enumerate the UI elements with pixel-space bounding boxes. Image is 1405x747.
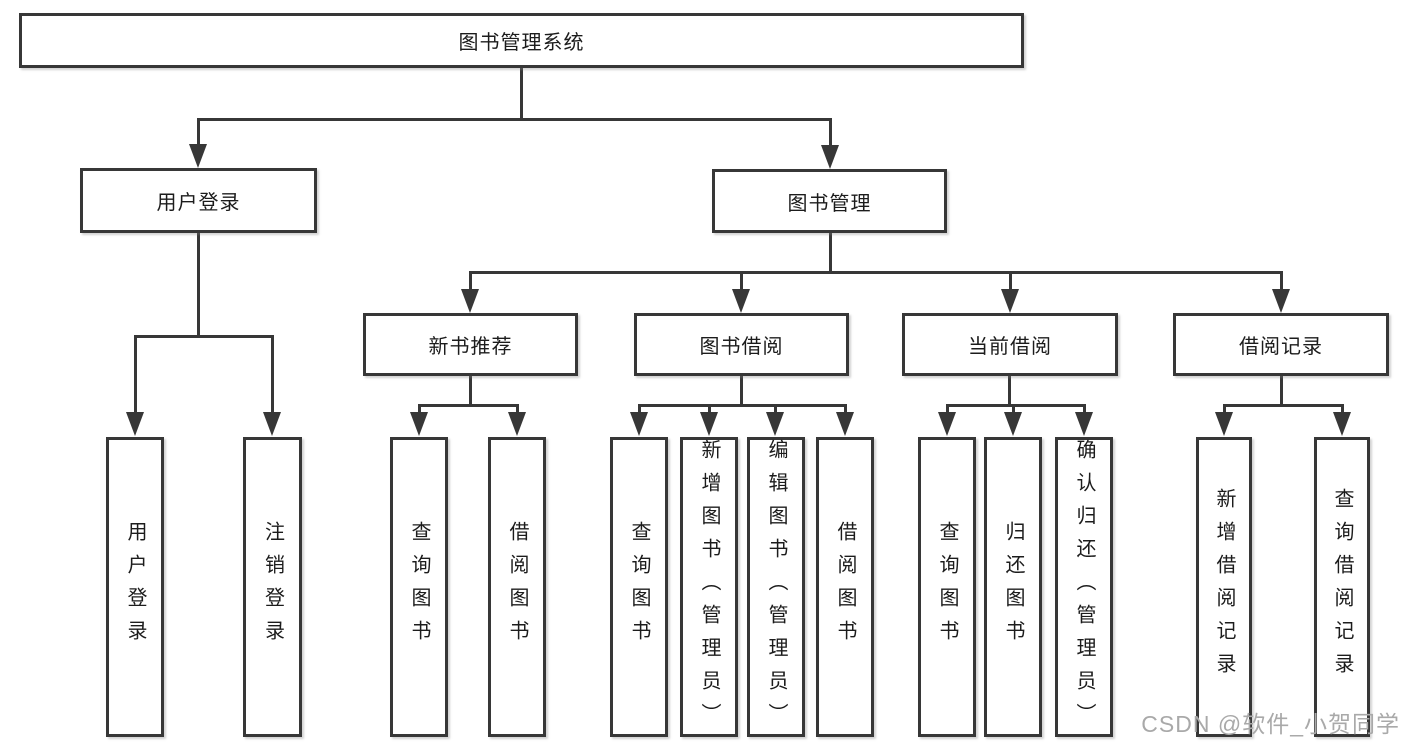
leaf-recommend-borrow-books: 借阅图书 — [488, 437, 546, 737]
watermark: CSDN @软件_小贺同学 — [1141, 711, 1400, 737]
connector-line — [1341, 404, 1344, 414]
leaf-label: 查询图书 — [628, 521, 650, 653]
leaf-label: 借阅图书 — [506, 521, 528, 653]
connector-line — [1009, 271, 1012, 290]
arrowhead-icon — [938, 412, 956, 436]
node-label: 图书管理 — [787, 192, 872, 215]
leaf-records-add-record: 新增借阅记录 — [1196, 437, 1252, 737]
leaf-current-return-books: 归还图书 — [984, 437, 1042, 737]
node-label: 图书借阅 — [699, 336, 784, 358]
connector-line — [946, 404, 949, 414]
leaf-label: 新增图书（管理员） — [698, 438, 720, 736]
node-borrowing-records: 借阅记录 — [1173, 313, 1389, 376]
connector-line — [418, 404, 421, 414]
leaf-label: 借阅图书 — [834, 521, 856, 653]
arrowhead-icon — [1001, 289, 1019, 313]
node-label: 用户登录 — [156, 192, 241, 214]
arrowhead-icon — [263, 412, 281, 436]
connector-line — [418, 404, 519, 407]
leaf-user-login: 用户登录 — [106, 437, 164, 737]
node-current-borrowing: 当前借阅 — [902, 313, 1118, 376]
connector-line — [1280, 271, 1283, 290]
leaf-recommend-query-books: 查询图书 — [390, 437, 448, 737]
connector-line — [520, 68, 523, 120]
leaf-label: 编辑图书（管理员） — [765, 438, 787, 736]
leaf-records-query-record: 查询借阅记录 — [1314, 437, 1370, 737]
connector-line — [1083, 404, 1086, 414]
connector-line — [844, 404, 847, 414]
connector-line — [516, 404, 519, 414]
connector-line — [774, 404, 777, 414]
connector-line — [829, 118, 832, 145]
leaf-label: 注销登录 — [261, 521, 284, 653]
arrowhead-icon — [836, 412, 854, 436]
leaf-label: 查询借阅记录 — [1331, 488, 1353, 686]
node-book-management: 图书管理 — [712, 169, 947, 233]
connector-line — [638, 404, 847, 407]
node-user-login: 用户登录 — [80, 168, 317, 233]
leaf-current-confirm-return-admin: 确认归还（管理员） — [1055, 437, 1113, 737]
leaf-borrowing-query-books: 查询图书 — [610, 437, 668, 737]
connector-line — [197, 118, 200, 145]
arrowhead-icon — [1333, 412, 1351, 436]
connector-line — [740, 271, 743, 290]
arrowhead-icon — [700, 412, 718, 436]
leaf-logout-login: 注销登录 — [243, 437, 302, 737]
connector-line — [134, 335, 137, 413]
connector-line — [1223, 404, 1344, 407]
arrowhead-icon — [189, 144, 207, 168]
node-book-borrowing: 图书借阅 — [634, 313, 849, 376]
connector-line — [1223, 404, 1226, 414]
connector-line — [708, 404, 711, 414]
connector-line — [1008, 376, 1011, 407]
connector-line — [134, 335, 274, 338]
connector-line — [829, 233, 832, 273]
connector-line — [1012, 404, 1015, 414]
node-label: 当前借阅 — [968, 336, 1052, 358]
arrowhead-icon — [766, 412, 784, 436]
node-label: 借阅记录 — [1239, 336, 1323, 358]
arrowhead-icon — [630, 412, 648, 436]
connector-line — [271, 335, 274, 413]
node-library-system: 图书管理系统 — [19, 13, 1024, 68]
arrowhead-icon — [1272, 289, 1290, 313]
node-label: 新书推荐 — [428, 336, 513, 358]
node-new-book-recommend: 新书推荐 — [363, 313, 578, 376]
connector-line — [197, 118, 831, 121]
arrowhead-icon — [1215, 412, 1233, 436]
arrowhead-icon — [461, 289, 479, 313]
arrowhead-icon — [1004, 412, 1022, 436]
connector-line — [740, 376, 743, 407]
leaf-borrowing-edit-books-admin: 编辑图书（管理员） — [747, 437, 805, 737]
node-label: 图书管理系统 — [458, 32, 585, 54]
leaf-label: 查询图书 — [408, 521, 430, 653]
arrowhead-icon — [1075, 412, 1093, 436]
leaf-label: 确认归还（管理员） — [1073, 438, 1095, 736]
connector-line — [469, 271, 472, 290]
connector-line — [1280, 376, 1283, 407]
arrowhead-icon — [410, 412, 428, 436]
leaf-label: 用户登录 — [124, 521, 146, 653]
connector-line — [197, 233, 200, 337]
arrowhead-icon — [821, 145, 839, 169]
leaf-label: 新增借阅记录 — [1213, 488, 1235, 686]
leaf-borrowing-borrow-books: 借阅图书 — [816, 437, 874, 737]
connector-line — [946, 404, 1086, 407]
connector-line — [469, 271, 1283, 274]
leaf-label: 查询图书 — [936, 521, 958, 653]
arrowhead-icon — [508, 412, 526, 436]
leaf-label: 归还图书 — [1002, 521, 1024, 653]
leaf-current-query-books: 查询图书 — [918, 437, 976, 737]
arrowhead-icon — [126, 412, 144, 436]
connector-line — [638, 404, 641, 414]
connector-line — [469, 376, 472, 407]
arrowhead-icon — [732, 289, 750, 313]
leaf-borrowing-add-books-admin: 新增图书（管理员） — [680, 437, 738, 737]
